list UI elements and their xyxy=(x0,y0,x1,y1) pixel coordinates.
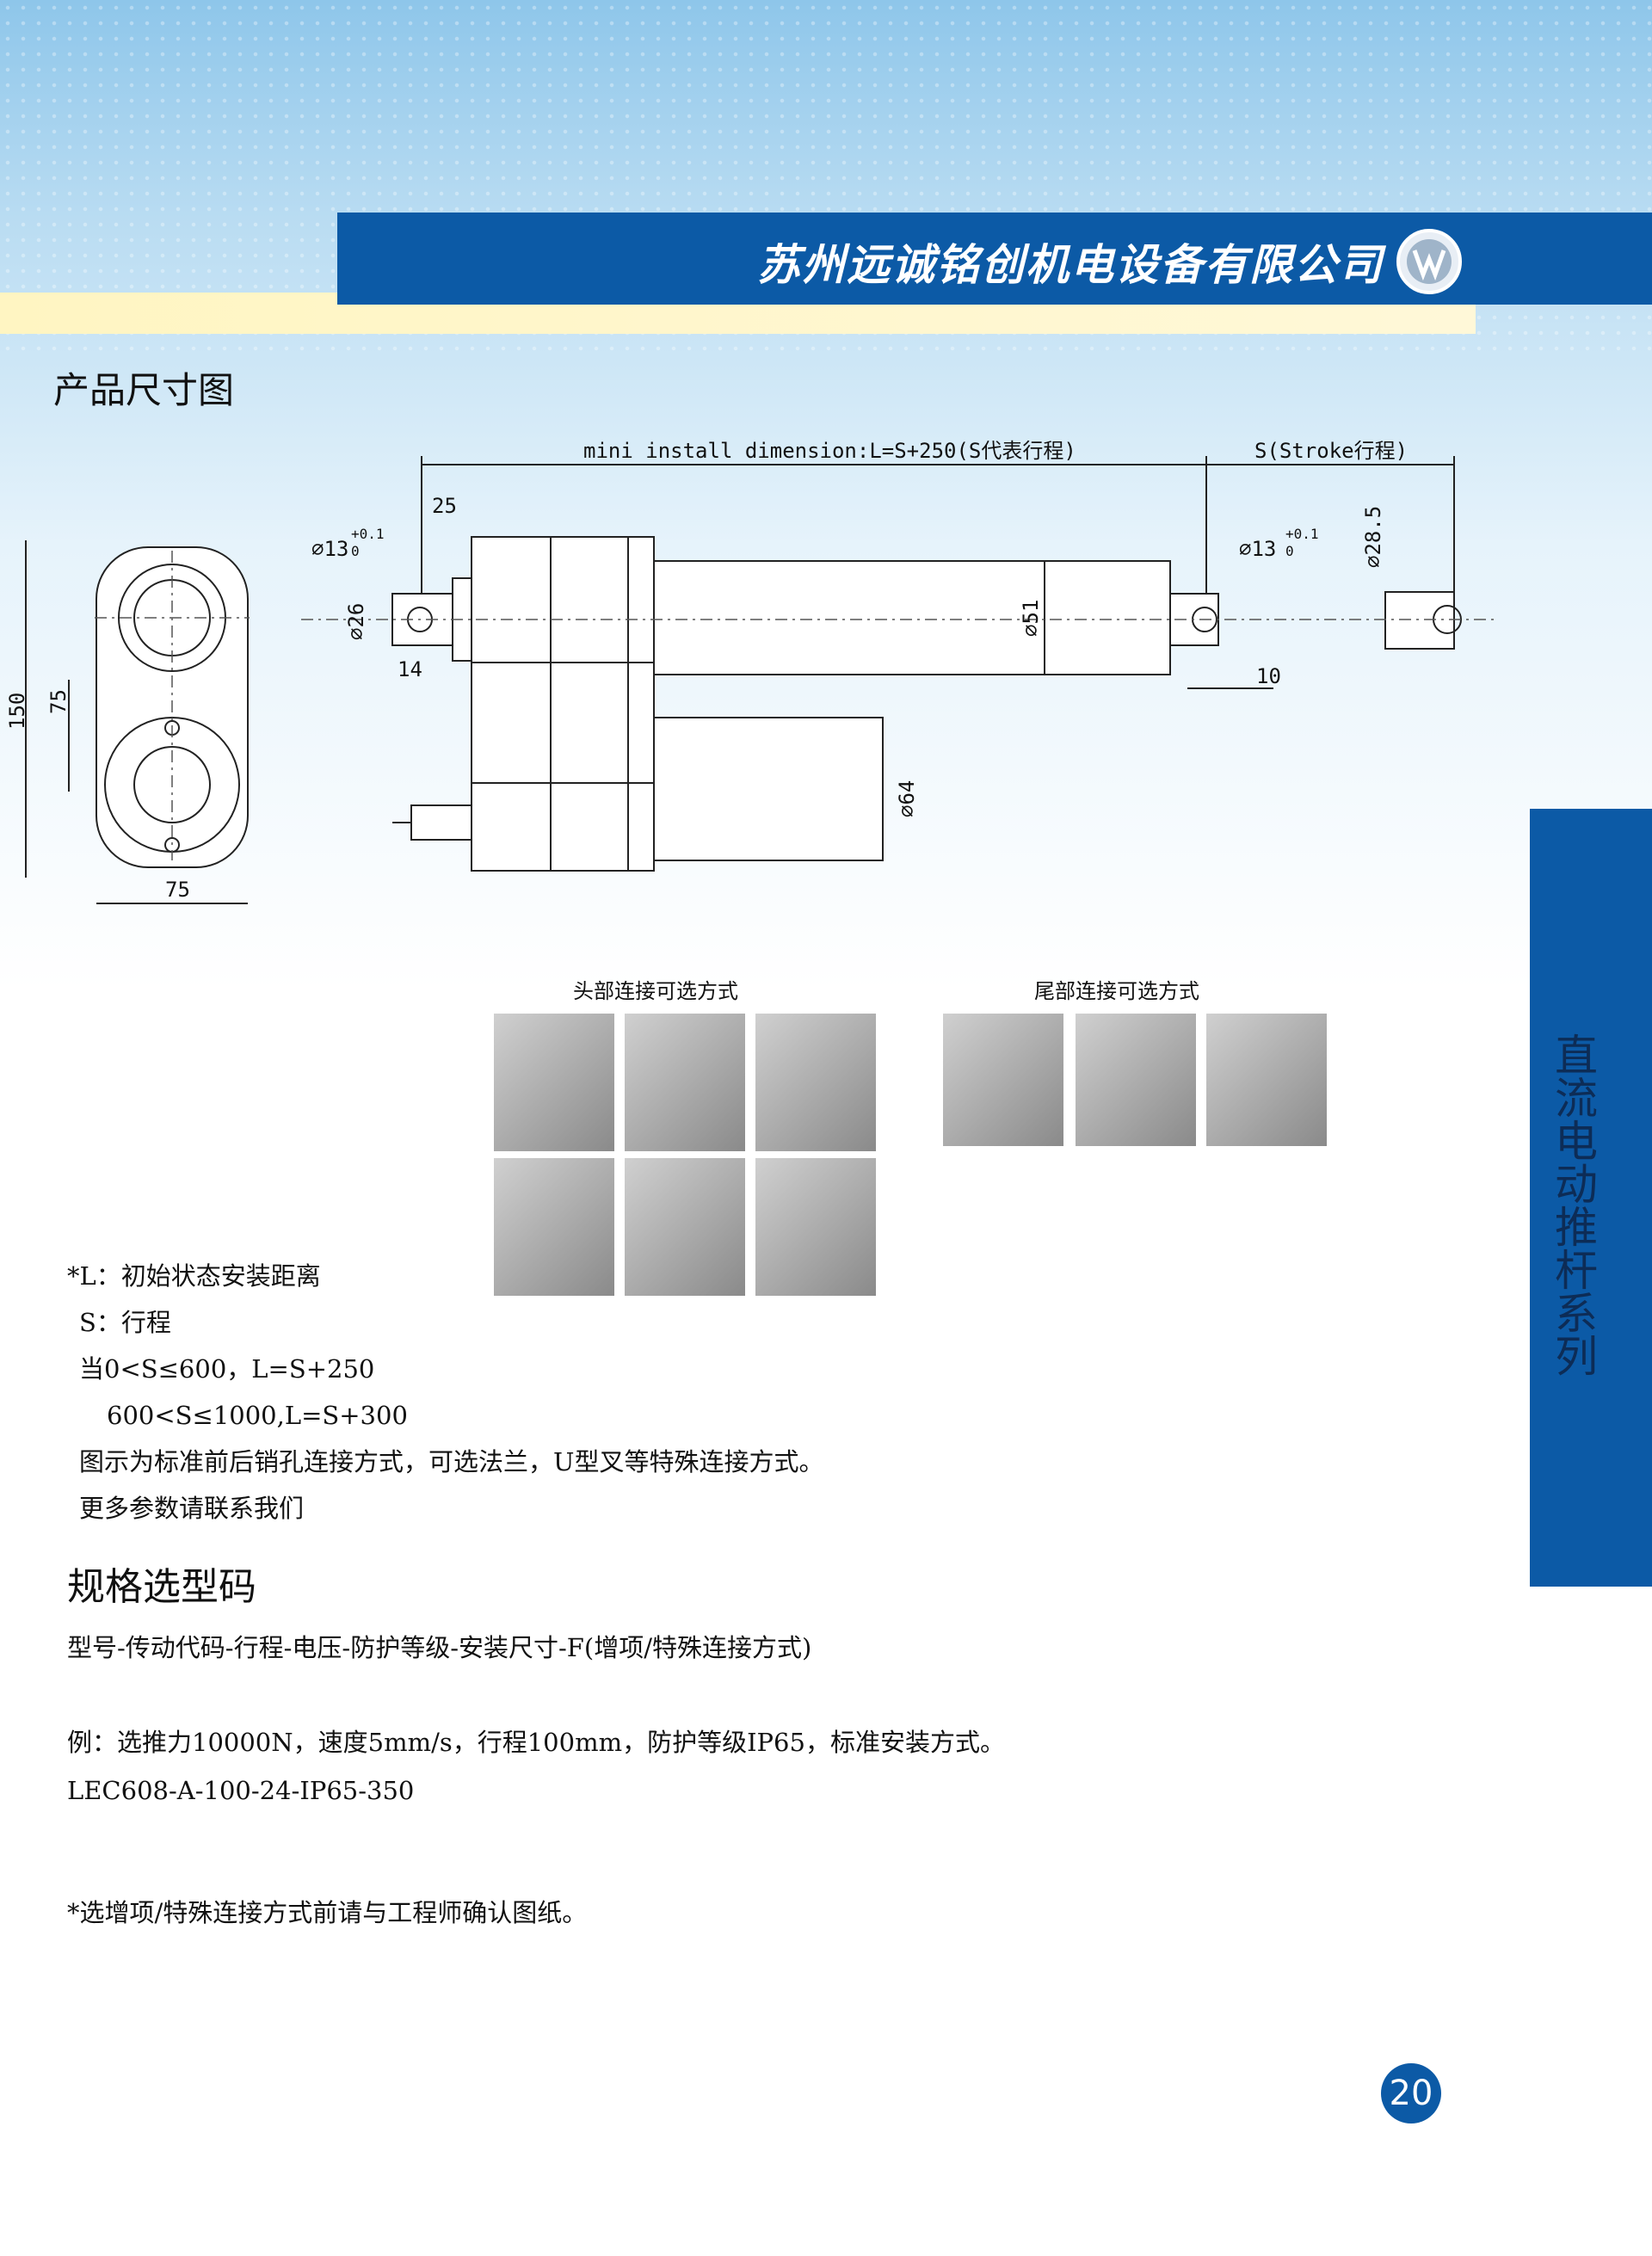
page-number: 20 xyxy=(1381,2063,1441,2123)
dim-75-vert: 75 xyxy=(46,689,71,714)
dim-mini-install: mini install dimension:L=S+250(S代表行程) xyxy=(583,439,1076,463)
head-option-photo xyxy=(755,1158,876,1296)
dim-stroke: S(Stroke行程) xyxy=(1254,439,1408,463)
head-options-label: 头部连接可选方式 xyxy=(573,979,738,1003)
dimension-drawing: mini install dimension:L=S+250(S代表行程) S(… xyxy=(5,439,1497,904)
gearbox-body xyxy=(471,536,655,872)
dim-64: ⌀64 xyxy=(895,780,919,817)
side-tab-text: 直流电动推杆系列 xyxy=(1548,1032,1598,1377)
dim-10: 10 xyxy=(1256,664,1281,688)
motor xyxy=(653,717,884,861)
company-logo-icon xyxy=(1396,229,1462,294)
note-line: 当0<S≤600，L=S+250 xyxy=(79,1354,375,1384)
dim-75-horiz: 75 xyxy=(165,878,190,902)
spec-note: *选增项/特殊连接方式前请与工程师确认图纸。 xyxy=(67,1898,588,1927)
dim-13-right-zero: 0 xyxy=(1285,543,1294,559)
dim-150: 150 xyxy=(5,693,29,730)
tail-option-photo xyxy=(1206,1014,1327,1146)
note-line: 图示为标准前后销孔连接方式，可选法兰，U型叉等特殊连接方式。 xyxy=(79,1447,824,1476)
dim-13-left-tol: +0.1 xyxy=(351,526,385,542)
outer-tube xyxy=(653,560,1171,675)
head-option-photo xyxy=(494,1158,614,1296)
tail-option-photo xyxy=(1076,1014,1196,1146)
head-option-photo xyxy=(625,1014,745,1151)
tail-options-label: 尾部连接可选方式 xyxy=(1034,979,1199,1003)
head-option-photo xyxy=(494,1014,614,1151)
dim-51: ⌀51 xyxy=(1019,600,1043,637)
dimension-title: 产品尺寸图 xyxy=(53,369,235,411)
tail-option-photo xyxy=(943,1014,1063,1146)
head-option-photo xyxy=(755,1014,876,1151)
note-line: *L：初始状态安装距离 xyxy=(67,1261,321,1291)
dim-26: ⌀26 xyxy=(344,603,368,640)
side-tab xyxy=(1530,809,1652,1587)
dim-14: 14 xyxy=(398,657,422,681)
dim-13-left-zero: 0 xyxy=(351,543,360,559)
spec-format: 型号-传动代码-行程-电压-防护等级-安装尺寸-F(增项/特殊连接方式) xyxy=(67,1633,812,1662)
dim-13-right-tol: +0.1 xyxy=(1285,526,1319,542)
company-name: 苏州远诚铭创机电设备有限公司 xyxy=(757,240,1384,290)
dim-25: 25 xyxy=(432,494,457,518)
dim-28-5: ⌀28.5 xyxy=(1361,506,1385,568)
spec-code: LEC608-A-100-24-IP65-350 xyxy=(67,1776,415,1805)
head-option-photo xyxy=(625,1158,745,1296)
note-line: 600<S≤1000,L=S+300 xyxy=(107,1401,408,1430)
note-line: 更多参数请联系我们 xyxy=(79,1494,305,1523)
spec-title: 规格选型码 xyxy=(67,1565,256,1609)
notes-block: *L：初始状态安装距离 S：行程 当0<S≤600，L=S+250 600<S≤… xyxy=(67,1253,823,1532)
dim-13-left: ⌀13 xyxy=(311,537,348,561)
dim-13-right: ⌀13 xyxy=(1239,537,1276,561)
spec-example: 例：选推力10000N，速度5mm/s，行程100mm，防护等级IP65，标准安… xyxy=(67,1728,1005,1757)
note-line: S：行程 xyxy=(79,1308,171,1337)
